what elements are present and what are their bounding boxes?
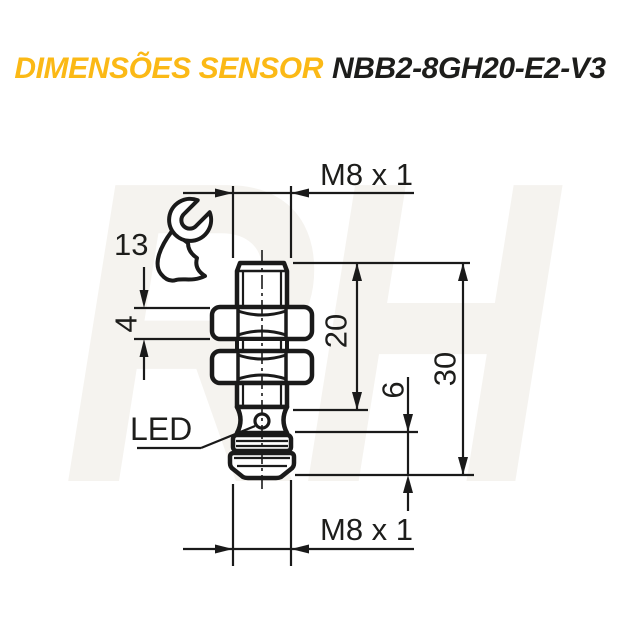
- led-leader: [137, 424, 256, 450]
- arrow-up-icon: [139, 339, 149, 357]
- arrow-up-icon: [352, 263, 362, 281]
- label-thread-top: M8 x 1: [320, 157, 414, 192]
- arrow-right-icon: [215, 544, 233, 554]
- arrow-right-icon: [215, 188, 233, 198]
- label-thread-length: 20: [318, 313, 354, 349]
- arrow-down-icon: [139, 290, 149, 308]
- dim-nut-height: [134, 267, 210, 380]
- arrow-down-icon: [403, 414, 413, 432]
- label-wrench-size: 13: [114, 227, 149, 262]
- dim-right-side: [293, 261, 474, 511]
- label-nut-height: 4: [108, 315, 144, 333]
- sensor-body: [209, 250, 315, 492]
- arrow-down-icon: [352, 392, 362, 410]
- arrow-up-icon: [458, 263, 468, 281]
- page-title-highlight: DIMENSÕES SENSOR: [14, 52, 323, 85]
- arrow-left-icon: [291, 544, 309, 554]
- wrench-icon: [155, 196, 214, 283]
- label-total-length: 30: [427, 351, 463, 387]
- arrow-up-icon: [403, 475, 413, 493]
- label-connector-length: 6: [375, 381, 411, 399]
- dim-thread-bottom: [183, 480, 414, 566]
- arrow-left-icon: [291, 188, 309, 198]
- dim-thread-top: [183, 186, 414, 258]
- label-led: LED: [130, 411, 193, 447]
- page-title-model: NBB2-8GH20-E2-V3: [331, 52, 606, 85]
- label-thread-bottom: M8 x 1: [320, 512, 414, 547]
- arrow-down-icon: [458, 457, 468, 475]
